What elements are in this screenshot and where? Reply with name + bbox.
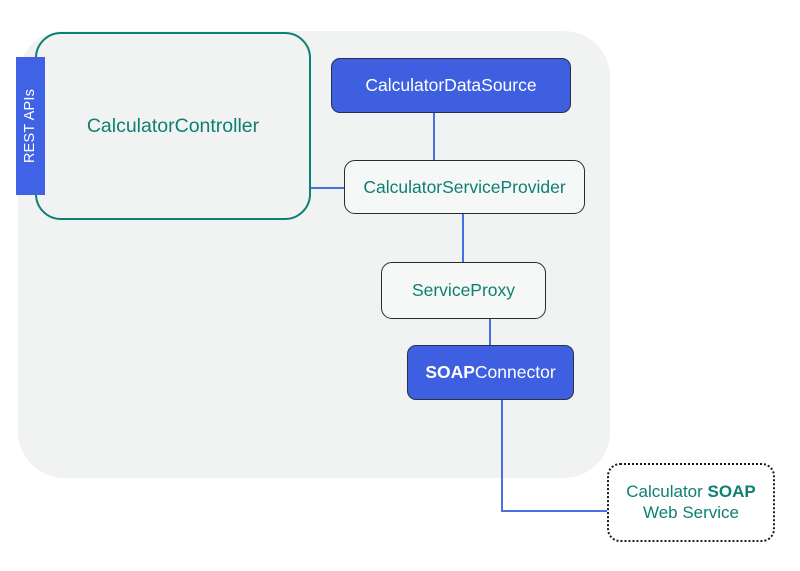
- node-calculator-controller[interactable]: CalculatorController: [35, 32, 311, 220]
- external-label-prefix: Calculator: [626, 482, 708, 502]
- rest-apis-tab[interactable]: REST APIs: [16, 57, 45, 195]
- node-calculator-datasource[interactable]: CalculatorDataSource: [331, 58, 571, 113]
- node-calculator-datasource-label: CalculatorDataSource: [365, 75, 537, 96]
- node-service-proxy-label: ServiceProxy: [411, 280, 516, 301]
- node-soap-connector-label-rest: Connector: [474, 362, 556, 383]
- external-label-bold: SOAP: [707, 482, 756, 502]
- external-label-line2: Web Service: [642, 502, 740, 522]
- node-soap-connector[interactable]: SOAPConnector: [407, 345, 574, 400]
- node-calculator-controller-label: CalculatorController: [86, 114, 260, 137]
- rest-apis-tab-label: REST APIs: [22, 88, 39, 164]
- node-soap-connector-label-bold: SOAP: [425, 362, 475, 383]
- node-calculator-service-provider-label: CalculatorServiceProvider: [363, 176, 566, 197]
- node-soap-connector-label: SOAPConnector: [425, 362, 555, 383]
- node-service-proxy[interactable]: ServiceProxy: [381, 262, 546, 319]
- node-calculator-service-provider[interactable]: CalculatorServiceProvider: [344, 160, 585, 214]
